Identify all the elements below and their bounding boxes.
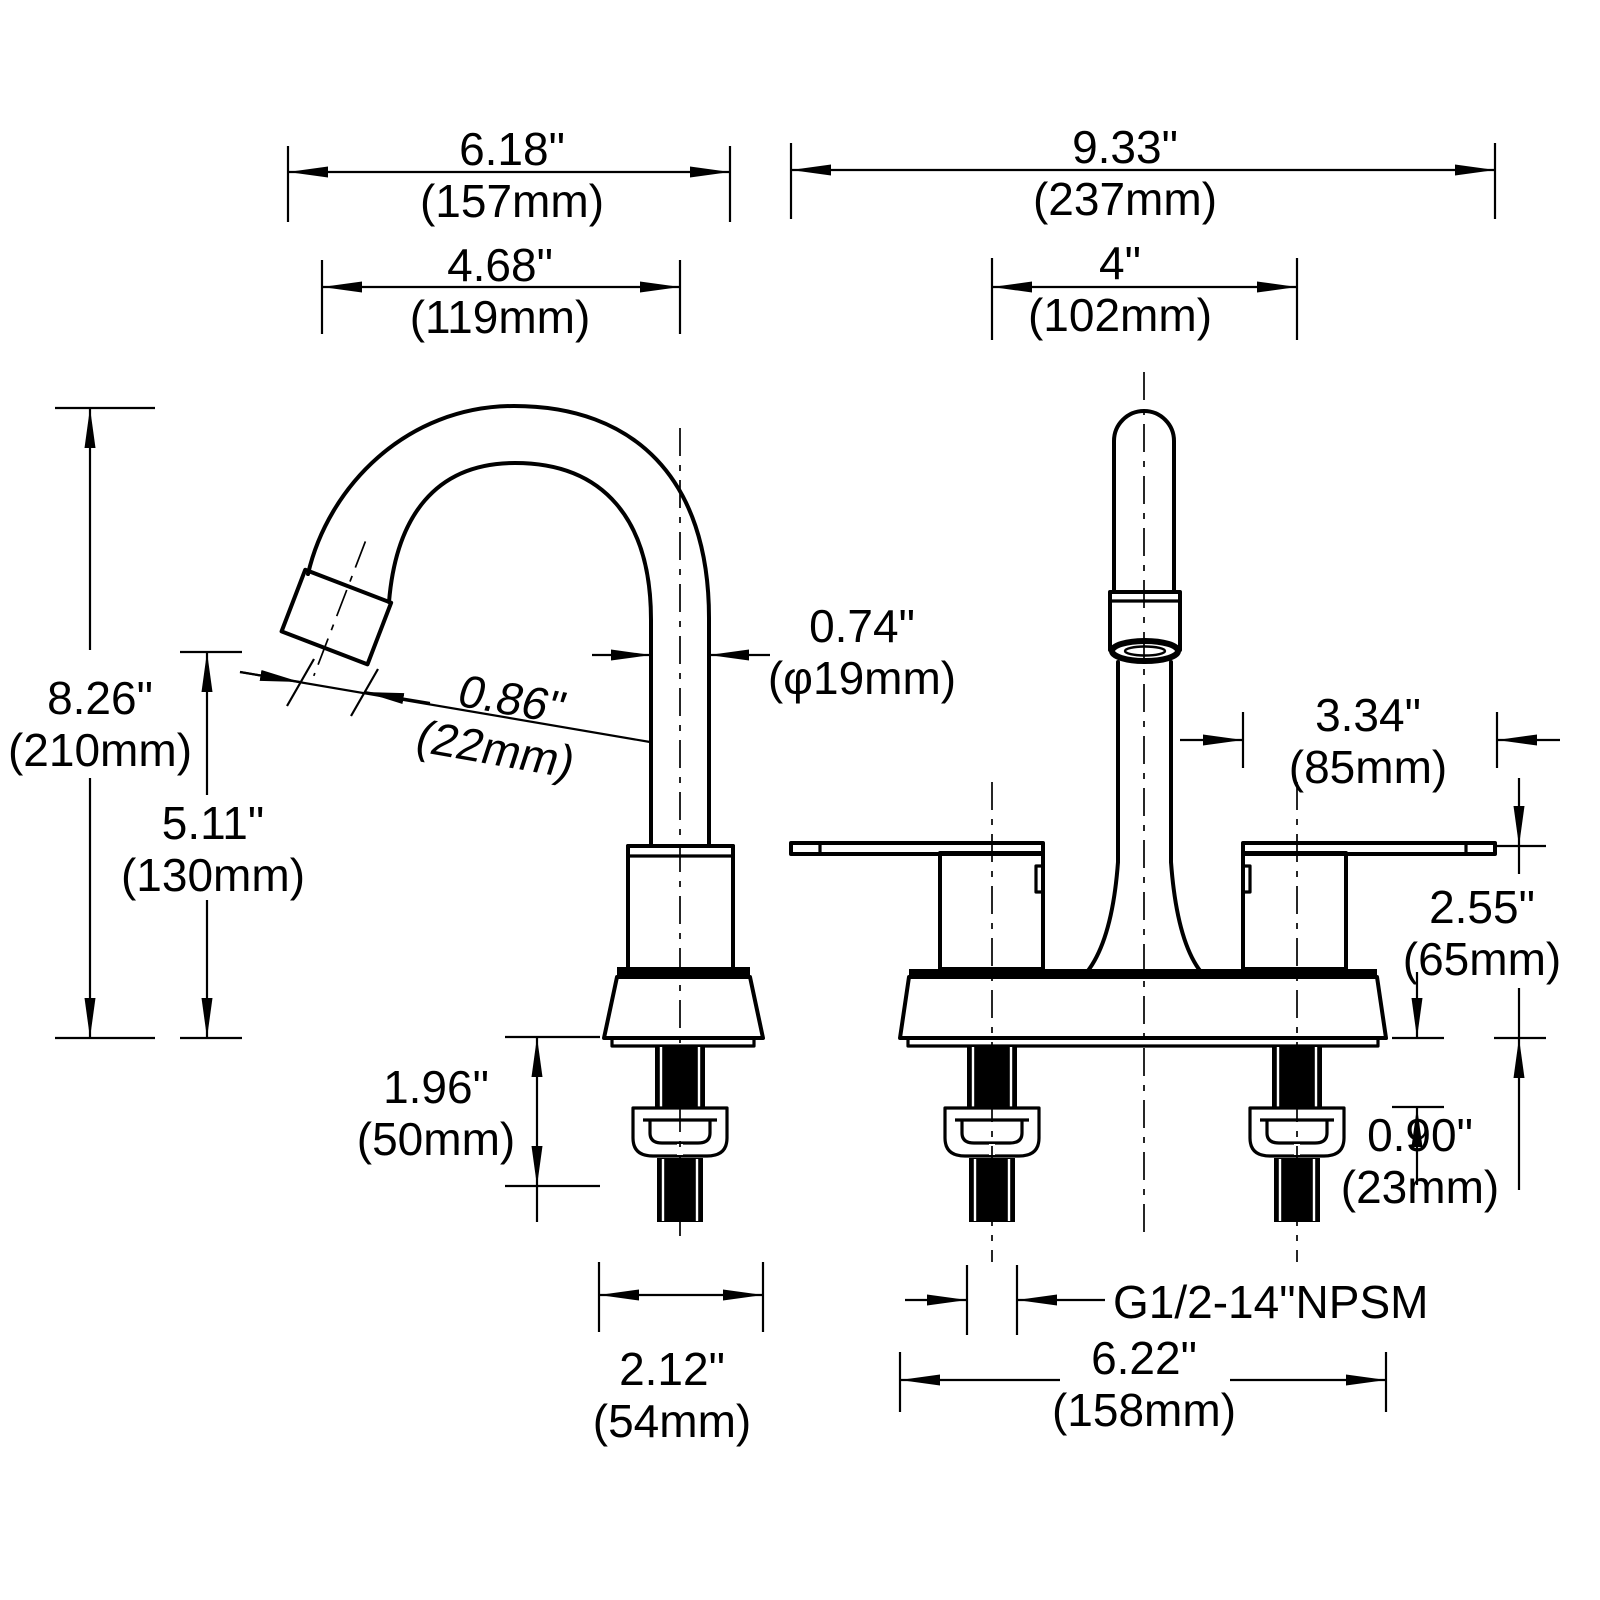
spout-aerator-tip <box>279 541 394 677</box>
dim-value: 6.18" <box>459 123 565 175</box>
dimension-lines <box>55 143 1560 1412</box>
dim-spout-reach-label: 6.18" (157mm) <box>420 123 604 227</box>
dim-value: 2.12" <box>619 1343 725 1395</box>
dim-metric: (23mm) <box>1340 1161 1500 1213</box>
dim-value: 4.68" <box>447 239 553 291</box>
dim-metric: (157mm) <box>419 175 605 227</box>
thread-spec-label: G1/2-14"NPSM <box>1113 1276 1428 1328</box>
dim-value: 9.33" <box>1072 121 1178 173</box>
dim-overall-height-label: 8.26" (210mm) <box>8 672 192 776</box>
dim-metric: (85mm) <box>1288 741 1448 793</box>
side-view-drawing <box>279 404 765 1240</box>
dim-metric: (130mm) <box>120 849 306 901</box>
dim-handle-height-label: 2.55" (65mm) <box>1403 881 1561 985</box>
dim-value: 2.55" <box>1429 881 1535 933</box>
dim-shank-thread-length-label: 1.96" (50mm) <box>357 1061 515 1165</box>
dim-tip-to-center-label: 4.68" (119mm) <box>410 239 591 343</box>
front-view-drawing <box>789 372 1497 1262</box>
dim-value: 4" <box>1099 237 1141 289</box>
dim-value: G1/2-14"NPSM <box>1113 1276 1429 1328</box>
dim-metric: (119mm) <box>409 291 591 343</box>
dim-metric: (65mm) <box>1402 933 1562 985</box>
dim-tube-diameter-label: 0.74" (φ19mm) <box>768 600 956 704</box>
dim-base-width-label: 2.12" (54mm) <box>593 1343 751 1447</box>
dim-metric: (54mm) <box>592 1395 752 1447</box>
dim-overall-width-label: 9.33" (237mm) <box>1033 121 1217 225</box>
dim-metric: (210mm) <box>7 724 193 776</box>
dim-handle-length-label: 3.34" (85mm) <box>1289 689 1447 793</box>
dim-value: 0.74" <box>809 600 915 652</box>
dim-value: 8.26" <box>47 672 153 724</box>
dim-metric: (50mm) <box>356 1113 516 1165</box>
dim-spout-outlet-height-label: 5.11" (130mm) <box>121 797 305 901</box>
dim-value: 5.11" <box>161 797 265 849</box>
dim-metric: (158mm) <box>1051 1384 1237 1436</box>
dim-metric: (φ19mm) <box>767 652 957 704</box>
dim-metric: (102mm) <box>1027 289 1213 341</box>
dim-hole-centers-label: 4" (102mm) <box>1028 237 1212 341</box>
dim-value: 0.90" <box>1367 1109 1473 1161</box>
dim-deck-width-label: 6.22" (158mm) <box>1052 1332 1236 1436</box>
dim-metric: (237mm) <box>1032 173 1218 225</box>
dim-value: 6.22" <box>1091 1332 1197 1384</box>
dim-shank-exposed-label: 0.90" (23mm) <box>1341 1109 1499 1213</box>
dim-value: 3.34" <box>1315 689 1421 741</box>
dim-value: 1.96" <box>383 1061 489 1113</box>
